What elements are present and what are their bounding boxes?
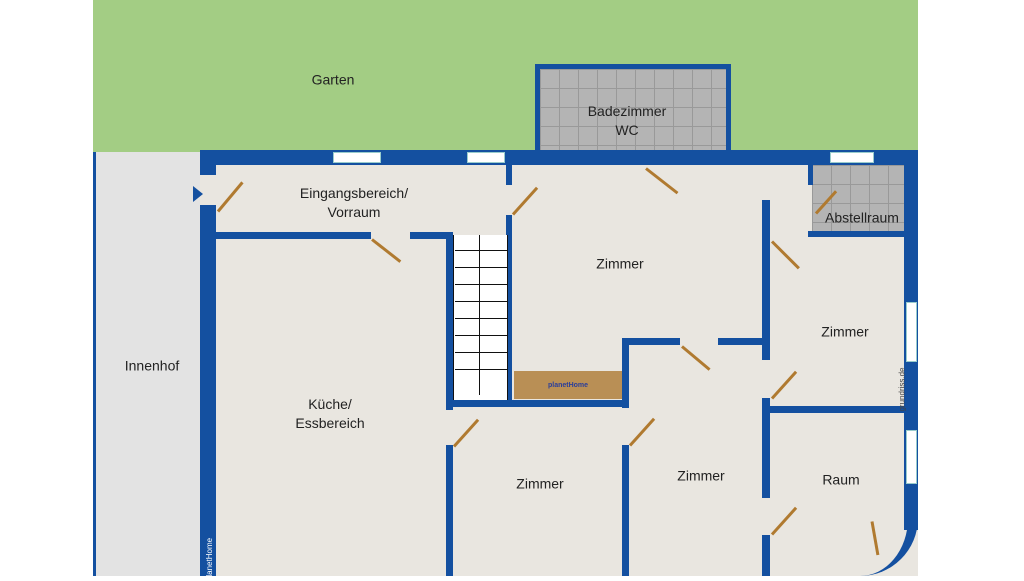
stair-direction-arrow	[479, 235, 480, 395]
wall-right-room-bottom	[770, 406, 905, 413]
wall-right-col2	[762, 398, 770, 498]
label-room-right: Zimmer	[821, 323, 869, 340]
wall-kitchen-right	[446, 445, 453, 576]
wall-stair-right2	[506, 215, 512, 405]
label-garden: Garten	[311, 71, 355, 88]
wall-stair-left	[446, 232, 453, 410]
stair-step	[455, 284, 507, 285]
wall-stair-bottom	[446, 400, 628, 407]
wall-entrance-bottom2	[410, 232, 452, 239]
brand-logo-panel: planetHome	[514, 371, 622, 399]
building-floor	[200, 150, 918, 576]
wall-mid-vertical2	[622, 445, 629, 576]
label-bathroom: Badezimmer WC	[587, 103, 667, 138]
site-watermark: grundriss.de	[897, 367, 907, 412]
wall-entrance-bottom	[216, 232, 371, 239]
wall-storage-left	[808, 165, 813, 185]
stair-step	[455, 318, 507, 319]
courtyard-area	[93, 152, 204, 576]
window	[830, 152, 874, 163]
stair-step	[455, 352, 507, 353]
stair-step	[455, 335, 507, 336]
wall-storage-bottom	[808, 231, 905, 237]
label-space: Raum	[822, 471, 860, 488]
label-entrance: Eingangsbereich/ Vorraum	[299, 185, 409, 220]
label-room-bottom-mid: Zimmer	[677, 467, 725, 484]
storage-floor	[812, 165, 905, 233]
staircase	[453, 235, 508, 400]
stair-step	[455, 250, 507, 251]
wall-mid-horizontal	[622, 338, 680, 345]
label-storage: Abstellraum	[825, 209, 899, 226]
wall-top	[200, 150, 918, 165]
wall-mid-vertical	[622, 338, 629, 408]
stair-step	[455, 267, 507, 268]
wall-left-upper	[200, 150, 216, 175]
label-courtyard: Innenhof	[124, 357, 180, 374]
wall-mid-horizontal2	[718, 338, 768, 345]
stair-step	[455, 369, 507, 370]
wall-right-col3	[762, 535, 770, 576]
side-watermark: planetHome	[205, 537, 215, 581]
garden-area	[93, 0, 918, 152]
window	[906, 430, 917, 484]
wall-stair-right	[506, 165, 512, 185]
wall-right-col	[762, 200, 770, 360]
label-room-bottom-left: Zimmer	[516, 475, 564, 492]
window	[333, 152, 381, 163]
window	[467, 152, 505, 163]
window	[906, 302, 917, 362]
stair-step	[455, 301, 507, 302]
brand-logo: planetHome	[547, 381, 589, 389]
wall-left	[200, 205, 216, 576]
label-kitchen: Küche/ Essbereich	[295, 396, 365, 431]
entrance-arrow-icon	[193, 186, 203, 202]
label-room-top: Zimmer	[596, 255, 644, 272]
